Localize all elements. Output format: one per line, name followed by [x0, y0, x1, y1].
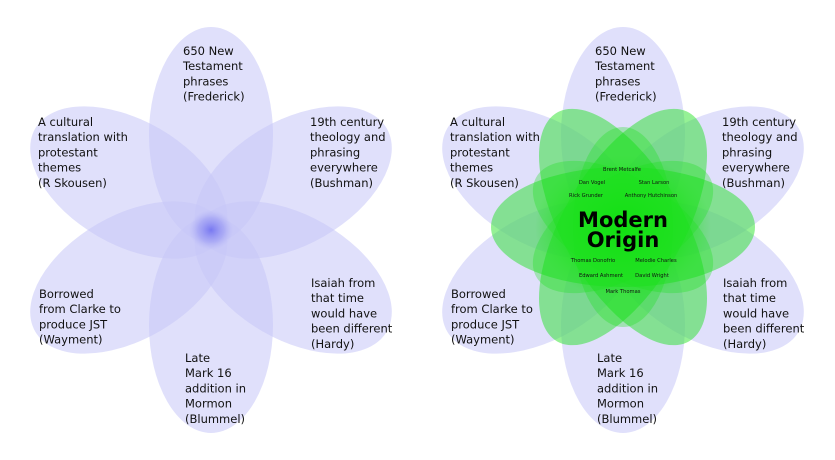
right-petal-label-line: translation with — [450, 130, 540, 144]
left-petal-label-line: (Bushman) — [310, 176, 373, 190]
left-petal-label-line: (Hardy) — [311, 337, 354, 351]
left-petal-label-line: (R Skousen) — [38, 176, 107, 190]
left-petal-label-line: everywhere — [310, 161, 378, 175]
center-title-line-1: Modern — [578, 208, 668, 232]
left-petal-label-line: themes — [38, 161, 81, 175]
scholar-brent-metcalfe: Brent Metcalfe — [603, 167, 641, 173]
scholar-mark-thomas: Mark Thomas — [605, 289, 640, 295]
left-petal-label-line: from Clarke to — [39, 302, 121, 316]
modern-origin-core — [535, 155, 711, 299]
right-petal-label-line: phrasing — [722, 145, 772, 159]
right-petal-label-line: Mark 16 — [597, 366, 644, 380]
right-petal-label-line: (Wayment) — [451, 333, 515, 347]
right-petal-label-line: theology and — [722, 130, 798, 144]
left-petal-label-line: produce JST — [39, 317, 108, 331]
right-petal-label-line: (Hardy) — [723, 337, 766, 351]
scholar-thomas-donofrio: Thomas Donofrio — [570, 258, 615, 264]
scholar-dan-vogel: Dan Vogel — [579, 180, 605, 186]
right-petal-label-line: Isaiah from — [723, 276, 787, 290]
right-petal-label-line: would have — [723, 306, 789, 320]
right-petal-label-line: that time — [723, 291, 776, 305]
right-petal-label-line: addition in — [597, 381, 658, 395]
left-petal-label-line: translation with — [38, 130, 128, 144]
left-petal-label-line: would have — [311, 306, 377, 320]
scholar-stan-larson: Stan Larson — [639, 180, 670, 186]
scholar-melodie-charles: Melodie Charles — [635, 258, 677, 264]
left-petal-label-line: Late — [185, 351, 210, 365]
right-petal-label-line: phrases — [595, 74, 640, 88]
right-petal-label-line: (Bushman) — [722, 176, 785, 190]
right-petal-label-line: 19th century — [722, 115, 796, 129]
right-petal-label-line: protestant — [450, 145, 510, 159]
left-petal-label-line: Mark 16 — [185, 366, 232, 380]
right-petal-label-line: themes — [450, 161, 493, 175]
left-petal-label-line: A cultural — [38, 115, 93, 129]
scholar-rick-grunder: Rick Grunder — [569, 193, 604, 199]
right-petal-label-line: 650 New — [595, 44, 646, 58]
left-petal-label-line: 650 New — [183, 44, 234, 58]
left-petal-label-line: that time — [311, 291, 364, 305]
left-petal-label-line: Borrowed — [39, 287, 94, 301]
scholar-david-wright: David Wright — [635, 273, 669, 279]
right-petal-label-line: (R Skousen) — [450, 176, 519, 190]
right-petal-label-line: A cultural — [450, 115, 505, 129]
right-petal-label-line: been different — [723, 322, 805, 336]
left-petal-6 — [30, 106, 228, 259]
left-petal-label-line: been different — [311, 322, 393, 336]
center-title-line-2: Origin — [587, 228, 660, 252]
left-petal-label-line: phrases — [183, 74, 228, 88]
right-petal-label-line: Testament — [594, 59, 655, 73]
left-petal-label-line: protestant — [38, 145, 98, 159]
scholar-edward-ashment: Edward Ashment — [579, 273, 623, 279]
left-petal-label-line: phrasing — [310, 145, 360, 159]
right-petal-label-line: Mormon — [597, 397, 644, 411]
left-petal-label-line: addition in — [185, 381, 246, 395]
scholar-anthony-hutchinson: Anthony Hutchinson — [625, 193, 678, 199]
right-petal-label-line: everywhere — [722, 161, 790, 175]
left-petal-label-line: (Blummel) — [185, 412, 245, 426]
right-petal-label-line: Late — [597, 351, 622, 365]
left-petal-label-line: Mormon — [185, 397, 232, 411]
left-petal-label-line: (Wayment) — [39, 333, 103, 347]
left-center-overlap — [189, 210, 233, 250]
left-petal-label-line: 19th century — [310, 115, 384, 129]
left-petal-label-line: Testament — [182, 59, 243, 73]
left-petal-label-line: theology and — [310, 130, 386, 144]
right-petal-label-line: Borrowed — [451, 287, 506, 301]
left-petal-label-line: (Frederick) — [183, 90, 245, 104]
right-petal-label-line: produce JST — [451, 317, 520, 331]
left-petal-label-line: Isaiah from — [311, 276, 375, 290]
right-petal-label-line: from Clarke to — [451, 302, 533, 316]
right-petal-label-line: (Blummel) — [597, 412, 657, 426]
right-petal-label-line: (Frederick) — [595, 90, 657, 104]
